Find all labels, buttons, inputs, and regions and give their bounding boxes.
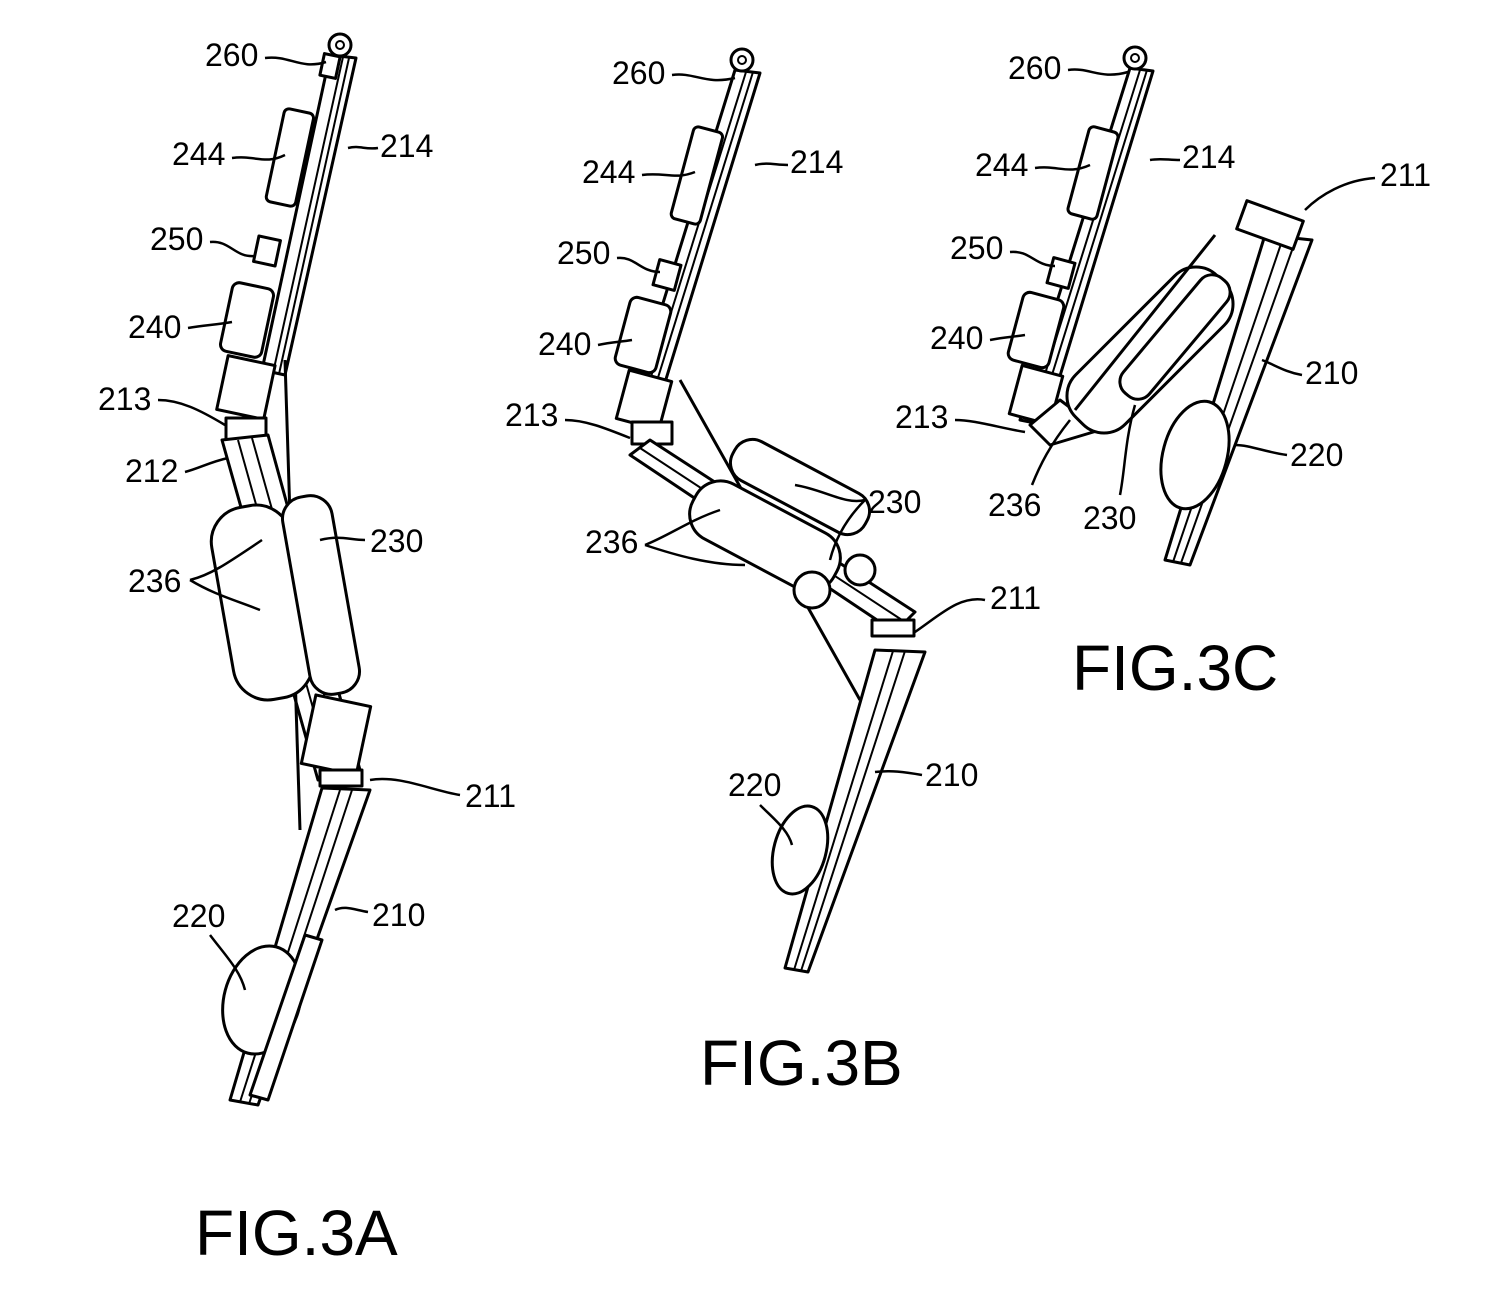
label-236: 236 — [585, 524, 638, 560]
label-250: 250 — [950, 230, 1003, 266]
label-244: 244 — [975, 147, 1028, 183]
label-214: 214 — [790, 144, 843, 180]
fig3b-leaders — [564, 73, 986, 846]
label-260: 260 — [205, 37, 258, 73]
fig3a-labels: 260 244 214 250 240 213 212 236 230 211 … — [98, 37, 516, 934]
cylinder-236 — [688, 479, 842, 593]
figure-3b: 260 244 214 250 240 213 230 236 211 220 … — [505, 47, 1041, 1099]
label-236: 236 — [988, 487, 1041, 523]
label-220: 220 — [1290, 437, 1343, 473]
label-213: 213 — [895, 399, 948, 435]
label-244: 244 — [172, 136, 225, 172]
label-230: 230 — [868, 484, 921, 520]
wheel-220 — [1159, 399, 1231, 511]
cylinder-230 — [1118, 273, 1232, 401]
module-240 — [218, 281, 276, 359]
module-240 — [1006, 290, 1066, 370]
label-236: 236 — [128, 563, 181, 599]
fig3c-drawing — [1006, 45, 1314, 567]
fig3c-leaders — [954, 68, 1376, 496]
label-213: 213 — [98, 381, 151, 417]
eyelet-260 — [729, 47, 755, 73]
label-240: 240 — [930, 320, 983, 356]
label-240: 240 — [128, 309, 181, 345]
joint-211 — [1235, 199, 1305, 251]
label-214: 214 — [1182, 139, 1235, 175]
figure-caption-3c: FIG.3C — [1072, 632, 1278, 704]
label-210: 210 — [925, 757, 978, 793]
label-250: 250 — [557, 235, 610, 271]
label-210: 210 — [372, 897, 425, 933]
label-260: 260 — [612, 55, 665, 91]
module-244 — [669, 125, 725, 226]
label-250: 250 — [150, 221, 203, 257]
fig3b-drawing — [613, 47, 927, 974]
label-211: 211 — [465, 778, 516, 814]
block-250 — [651, 258, 683, 292]
label-230: 230 — [370, 523, 423, 559]
module-240 — [613, 295, 673, 375]
module-244 — [264, 107, 316, 208]
label-210: 210 — [1305, 355, 1358, 391]
label-244: 244 — [582, 154, 635, 190]
joint-211 — [870, 618, 916, 638]
figure-3c: 260 244 214 211 250 240 210 213 220 236 … — [895, 45, 1431, 704]
wheel-220 — [770, 804, 830, 896]
figure-3a: 260 244 214 250 240 213 212 236 230 211 … — [98, 32, 516, 1269]
fig3c-labels: 260 244 214 211 250 240 210 213 220 236 … — [895, 50, 1431, 536]
figure-caption-3a: FIG.3A — [195, 1197, 398, 1269]
fig3a-drawing — [209, 32, 373, 1107]
label-240: 240 — [538, 326, 591, 362]
joint-211 — [318, 768, 364, 788]
eyelet-260 — [1122, 45, 1148, 71]
fig3a-leaders — [157, 56, 461, 991]
label-211: 211 — [990, 580, 1041, 616]
label-260: 260 — [1008, 50, 1061, 86]
eyelet-260 — [327, 32, 353, 58]
label-214: 214 — [380, 128, 433, 164]
label-220: 220 — [728, 767, 781, 803]
fig3b-labels: 260 244 214 250 240 213 230 236 211 220 … — [505, 55, 1041, 803]
figure-caption-3b: FIG.3B — [700, 1027, 903, 1099]
label-213: 213 — [505, 397, 558, 433]
cylinder-230 — [281, 494, 361, 696]
block-250 — [252, 234, 282, 268]
block-250 — [1045, 256, 1077, 290]
label-211: 211 — [1380, 157, 1431, 193]
label-212: 212 — [125, 453, 178, 489]
label-220: 220 — [172, 898, 225, 934]
label-230: 230 — [1083, 500, 1136, 536]
